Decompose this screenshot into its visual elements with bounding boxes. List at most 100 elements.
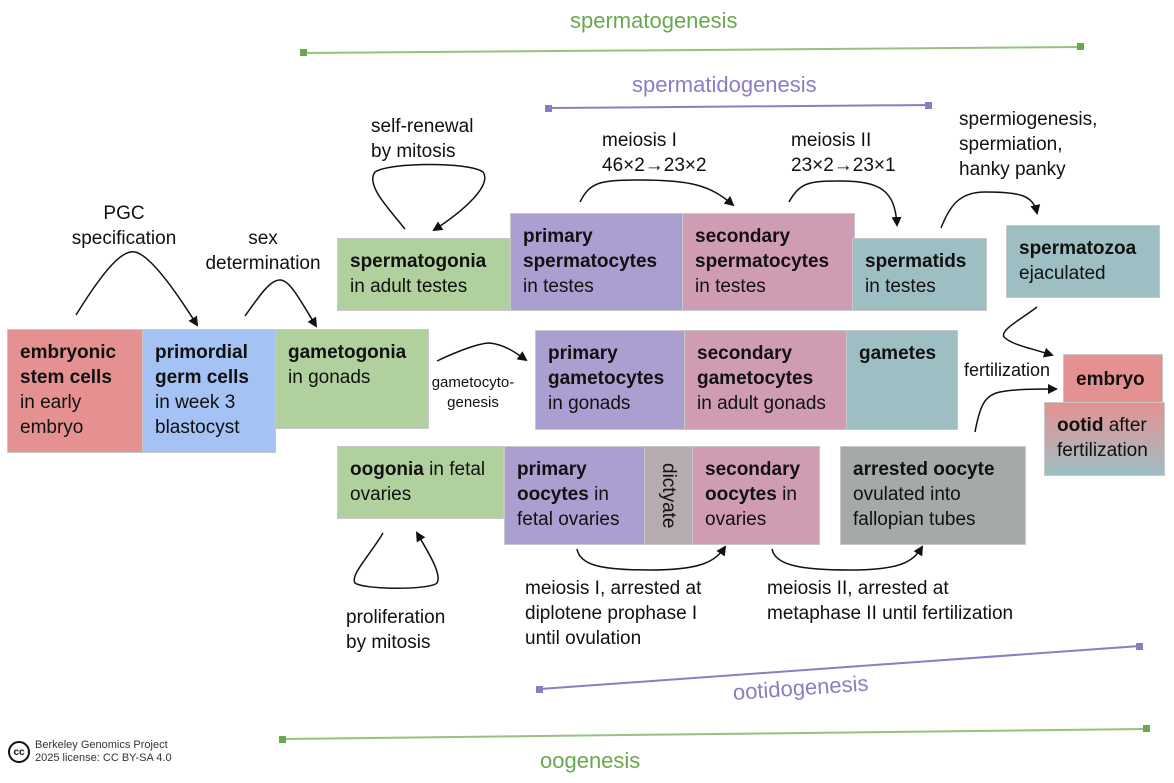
spermiogenesis-label: spermiogenesis, spermiation, hanky panky xyxy=(959,107,1097,182)
box-title: primordial germ cells xyxy=(155,342,249,388)
primary-gametocytes-box: primary gametocytes in gonads xyxy=(535,330,685,430)
box-subtitle: in adult testes xyxy=(350,276,468,297)
box-title: secondary gametocytes xyxy=(697,343,814,389)
box-subtitle: in adult gonads xyxy=(697,393,826,414)
label-line: genesis xyxy=(447,394,499,411)
meiosis-2-label: meiosis II 23×2→23×1 xyxy=(791,128,896,178)
label-line: by mitosis xyxy=(346,632,431,653)
box-title: gametes xyxy=(859,343,937,364)
label-line: metaphase II until fertilization xyxy=(767,603,1014,624)
label-line: proliferation xyxy=(346,607,446,628)
label-line: gametocyto- xyxy=(431,374,515,391)
box-subtitle: in fetal ovaries xyxy=(350,459,486,505)
box-subtitle: in gonads xyxy=(288,367,371,388)
box-subtitle: in week 3 blastocyst xyxy=(155,392,240,438)
sperm-fertilization-arrow xyxy=(1002,306,1054,358)
box-title: spermatogonia xyxy=(350,251,487,272)
label-line: meiosis II, arrested at xyxy=(767,578,949,599)
box-subtitle: in ovaries xyxy=(705,484,797,530)
box-title: primary gametocytes xyxy=(548,343,665,389)
fertilization-label: fertilization xyxy=(964,360,1051,380)
meiosis-2-arrow xyxy=(788,180,902,227)
footer-line: Berkeley Genomics Project xyxy=(35,739,168,751)
label-line: self-renewal xyxy=(371,116,474,137)
primordial-germ-cells-box: primordial germ cells in week 3 blastocy… xyxy=(142,329,276,453)
pgc-specification-arrow xyxy=(75,251,199,327)
gametocytogenesis-label: gametocyto- genesis xyxy=(428,373,518,413)
label-line: hanky panky xyxy=(959,159,1066,180)
box-subtitle: ejaculated xyxy=(1019,263,1106,284)
creative-commons-icon: cc xyxy=(8,741,30,763)
label-line: specification xyxy=(71,228,177,249)
license-text: Berkeley Genomics Project 2025 license: … xyxy=(35,739,172,765)
box-title: primary spermatocytes xyxy=(523,226,658,272)
arrested-oocyte-box: arrested oocyte ovulated into fallopian … xyxy=(840,446,1026,545)
label-line: spermiogenesis, xyxy=(959,109,1098,130)
secondary-gametocytes-box: secondary gametocytes in adult gonads xyxy=(684,330,847,430)
spermatidogenesis-label: spermatidogenesis xyxy=(632,72,817,97)
oo-meiosis-2-arrow xyxy=(771,545,924,571)
oogenesis-span xyxy=(279,725,1150,743)
embryo-box: embryo xyxy=(1063,354,1163,404)
label-line: meiosis I, arrested at xyxy=(525,578,702,599)
spermiogenesis-arrow xyxy=(940,191,1041,229)
footer-line: 2025 license: CC BY-SA 4.0 xyxy=(35,752,172,764)
box-title: spermatids xyxy=(865,251,967,272)
oogenesis-label: oogenesis xyxy=(540,748,641,773)
dictyate-box: dictyate xyxy=(644,446,693,545)
sex-determination-arrow xyxy=(244,279,318,328)
oocyte-meiosis-2-label: meiosis II, arrested at metaphase II unt… xyxy=(767,576,1013,626)
box-title: ootid xyxy=(1057,415,1104,436)
oocyte-meiosis-1-label: meiosis I, arrested at diplotene prophas… xyxy=(525,576,701,651)
secondary-oocytes-box: secondary oocytes in ovaries xyxy=(692,446,820,545)
label-line: sex xyxy=(248,228,278,249)
spermatids-box: spermatids in testes xyxy=(852,238,987,311)
ootidogenesis-span xyxy=(536,643,1143,693)
gametogonia-box: gametogonia in gonads xyxy=(275,329,429,429)
spermatogenesis-label: spermatogenesis xyxy=(570,8,738,33)
meiosis-1-label: meiosis I 46×2→23×2 xyxy=(602,128,707,178)
spermatogonia-box: spermatogonia in adult testes xyxy=(337,238,511,311)
oogonia-box: oogonia in fetal ovaries xyxy=(337,446,504,519)
gametocytogenesis-arrow xyxy=(436,342,528,362)
box-subtitle: in testes xyxy=(523,276,594,297)
self-renewal-label: self-renewal by mitosis xyxy=(371,114,473,164)
box-subtitle: ovulated into fallopian tubes xyxy=(853,484,976,530)
box-subtitle: in gonads xyxy=(548,393,631,414)
proliferation-arrow xyxy=(353,531,439,589)
label-line: determination xyxy=(205,253,321,274)
label-line: by mitosis xyxy=(371,141,456,162)
primary-oocytes-box: primary oocytes in fetal ovaries xyxy=(504,446,645,545)
label-line: until ovulation xyxy=(525,628,642,649)
box-subtitle: in early embryo xyxy=(20,392,84,438)
dictyate-label: dictyate xyxy=(658,462,679,529)
embryonic-stem-cells-box: embryonic stem cells in early embryo xyxy=(7,329,143,453)
license-footer: cc Berkeley Genomics Project 2025 licens… xyxy=(8,739,172,765)
primary-spermatocytes-box: primary spermatocytes in testes xyxy=(510,213,683,311)
ootid-box: ootid after fertilization xyxy=(1044,402,1165,476)
box-title: secondary spermatocytes xyxy=(695,226,830,272)
box-title: arrested oocyte xyxy=(853,459,995,480)
oo-meiosis-1-arrow xyxy=(576,545,727,571)
spermatogenesis-span xyxy=(300,43,1084,56)
box-subtitle: in testes xyxy=(865,276,936,297)
box-title-2: oocytes xyxy=(705,484,777,505)
self-renewal-arrow xyxy=(372,163,486,232)
label-line: PGC xyxy=(103,203,145,224)
box-title: spermatozoa xyxy=(1019,238,1137,259)
label-line: spermiation, xyxy=(959,134,1063,155)
box-title: oogonia xyxy=(350,459,424,480)
gametes-box: gametes xyxy=(846,330,958,430)
box-subtitle: in testes xyxy=(695,276,766,297)
spermatozoa-box: spermatozoa ejaculated xyxy=(1006,225,1160,298)
box-title: gametogonia xyxy=(288,342,407,363)
secondary-spermatocytes-box: secondary spermatocytes in testes xyxy=(682,213,855,311)
box-subtitle: after fertilization xyxy=(1057,415,1148,461)
box-title: embryonic stem cells xyxy=(20,342,117,388)
box-subtitle: in fetal ovaries xyxy=(517,484,620,530)
sex-determination-label: sex determination xyxy=(198,226,328,276)
oocyte-fertilization-arrow xyxy=(974,384,1058,433)
box-title-2: oocytes xyxy=(517,484,589,505)
label-line: meiosis II xyxy=(791,130,872,151)
